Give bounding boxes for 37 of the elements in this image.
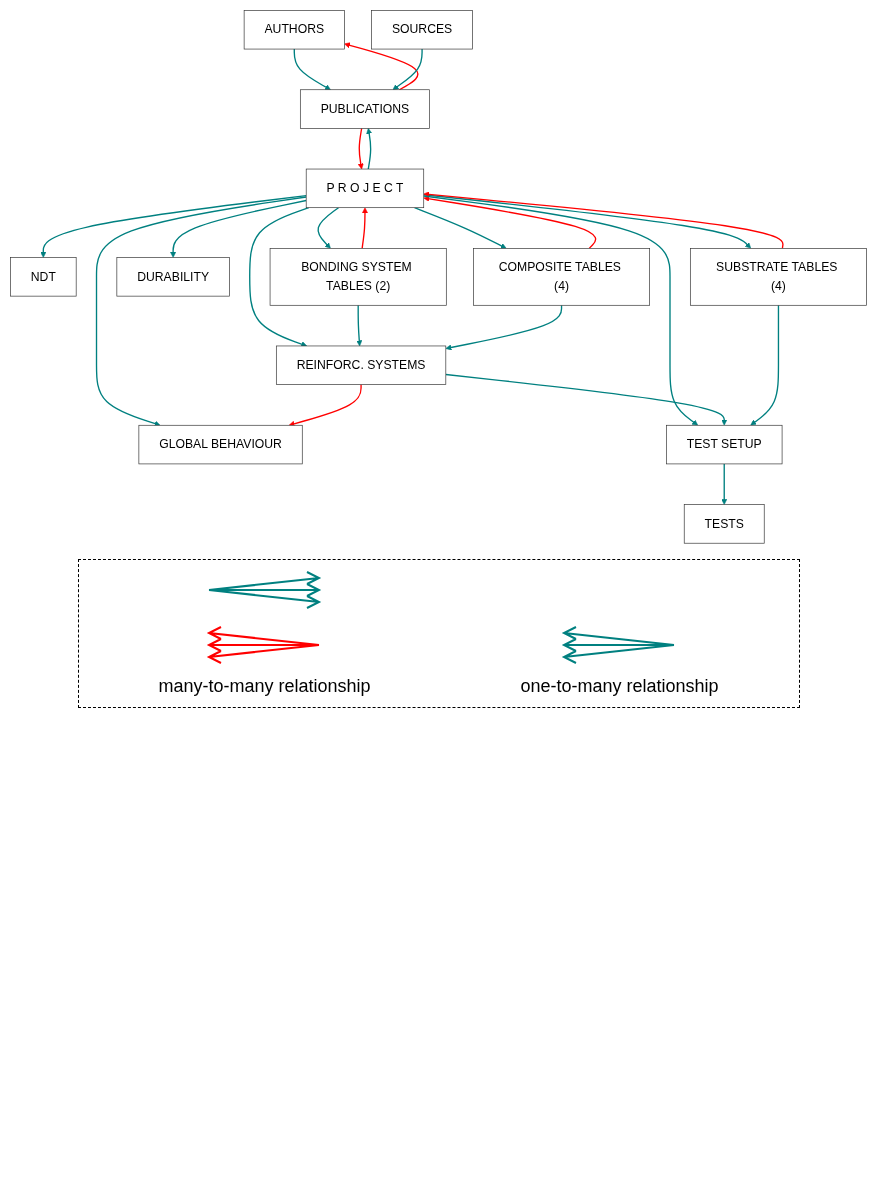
node-box: AUTHORS [243,10,345,50]
arrow [423,194,752,249]
arrow [445,304,563,351]
legend-text: many-to-many relationship [158,675,371,697]
node-box: PUBLICATIONS [300,89,430,129]
arrow [249,207,310,347]
arrow [357,127,364,170]
node-box: REINFORC. SYSTEMS [276,345,447,385]
arrow [413,207,507,249]
arrow [170,199,307,258]
arrow [288,383,362,427]
arrow [423,195,597,250]
arrow [356,304,363,347]
arrow [392,48,423,90]
node-box: DURABILITY [116,257,230,297]
arrow [721,463,728,505]
arrow [317,207,340,249]
node-box: SOURCES [371,10,473,50]
node-box: COMPOSITE TABLES (4) [473,248,650,306]
node-box: P R O J E C T [305,168,425,208]
arrow [445,373,728,426]
arrow [750,304,780,426]
node-box: BONDING SYSTEM TABLES (2) [269,248,447,306]
arrow [344,42,419,91]
legend-text: one-to-many relationship [520,675,719,697]
arrow [423,195,699,426]
arrow [366,128,373,170]
arrow [361,207,368,250]
node-box: TEST SETUP [666,424,783,465]
node-box: TESTS [683,504,765,544]
arrow [95,196,307,427]
node-box: SUBSTRATE TABLES (4) [690,248,867,306]
node-box: NDT [10,257,77,297]
node-box: GLOBAL BEHAVIOUR [138,424,303,465]
arrow [40,194,307,258]
arrow [293,48,331,90]
arrow [423,191,784,250]
